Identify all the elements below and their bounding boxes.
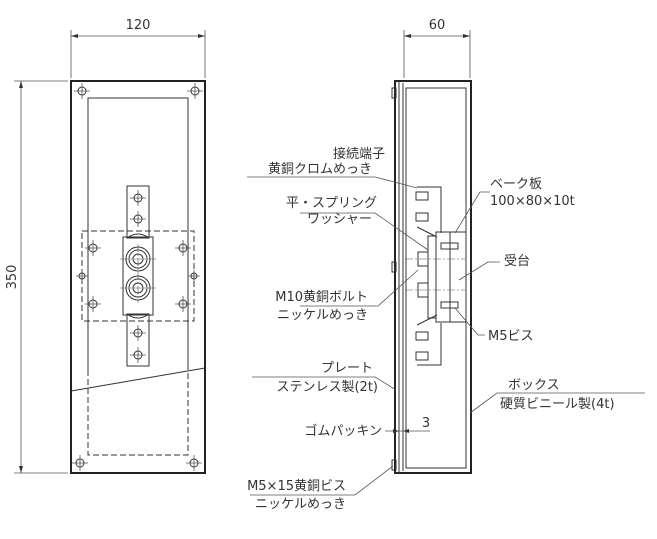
dimension-height-label: 350 — [5, 265, 20, 290]
svg-text:100×80×10t: 100×80×10t — [490, 194, 575, 209]
svg-text:ゴムパッキン: ゴムパッキン — [304, 423, 382, 439]
svg-text:ボックス: ボックス — [508, 378, 560, 393]
dimension-width: 120 — [70, 18, 206, 78]
svg-text:M10黄銅ボルト: M10黄銅ボルト — [275, 290, 368, 305]
washer — [427, 235, 437, 319]
svg-text:平・スプリング: 平・スプリング — [286, 196, 377, 211]
svg-text:ステンレス製(2t): ステンレス製(2t) — [276, 380, 378, 395]
svg-text:ベーク板: ベーク板 — [490, 177, 542, 192]
packing-gap-label: 3 — [422, 416, 430, 431]
svg-text:M5ビス: M5ビス — [488, 329, 534, 344]
svg-text:黄銅クロムめっき: 黄銅クロムめっき — [268, 162, 372, 177]
dimension-height: 350 — [5, 80, 68, 474]
svg-text:プレート: プレート — [321, 361, 373, 376]
m10-nuts — [120, 244, 156, 303]
svg-text:硬質ビニール製(4t): 硬質ビニール製(4t) — [500, 397, 615, 412]
callout-base: 受台 — [458, 254, 530, 281]
svg-text:M5×15黄銅ビス: M5×15黄銅ビス — [247, 479, 346, 494]
svg-text:接続端子: 接続端子 — [333, 146, 385, 162]
base — [449, 231, 467, 323]
front-view — [70, 80, 206, 474]
dimension-depth-label: 60 — [429, 18, 446, 33]
callout-screw: M5×15黄銅ビス ニッケルめっき — [247, 465, 394, 512]
callout-packing: ゴムパッキン 3 — [304, 416, 430, 439]
dimension-depth: 60 — [403, 18, 471, 78]
callout-plate: プレート ステンレス製(2t) — [252, 361, 397, 395]
callout-box: ボックス 硬質ビニール製(4t) — [469, 378, 645, 414]
terminal-bolt-holes — [130, 190, 146, 363]
svg-text:ワッシャー: ワッシャー — [307, 212, 372, 227]
dimension-width-label: 120 — [126, 18, 151, 33]
callout-bake: ベーク板 100×80×10t — [454, 177, 575, 234]
callout-terminal: 接続端子 黄銅クロムめっき — [247, 146, 418, 189]
callout-m5: M5ビス — [454, 307, 534, 344]
svg-text:ニッケルめっき: ニッケルめっき — [277, 308, 368, 323]
side-bolts — [391, 87, 465, 471]
side-view — [391, 80, 472, 474]
callout-bolt: M10黄銅ボルト ニッケルめっき — [275, 269, 419, 323]
callout-washer: 平・スプリング ワッシャー — [286, 196, 429, 251]
svg-text:受台: 受台 — [504, 254, 530, 269]
svg-text:ニッケルめっき: ニッケルめっき — [255, 497, 346, 512]
mounting-holes — [72, 83, 203, 471]
